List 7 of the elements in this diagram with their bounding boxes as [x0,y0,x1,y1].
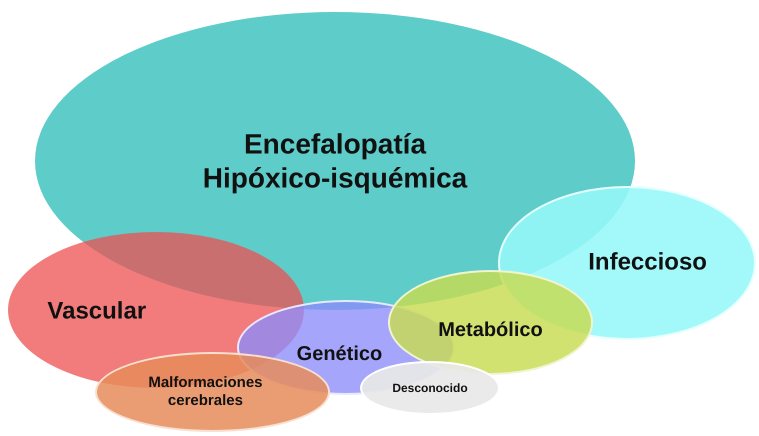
region-label: Encefalopatía Hipóxico-isquémica [202,127,468,195]
region-label: Desconocido [391,380,469,396]
region-label: Malformaciones cerebrales [147,374,264,410]
region-label: Genético [296,342,384,366]
region-label: Metabólico [437,318,544,342]
region-label: Infeccioso [587,248,708,278]
region-label: Vascular [46,297,148,326]
